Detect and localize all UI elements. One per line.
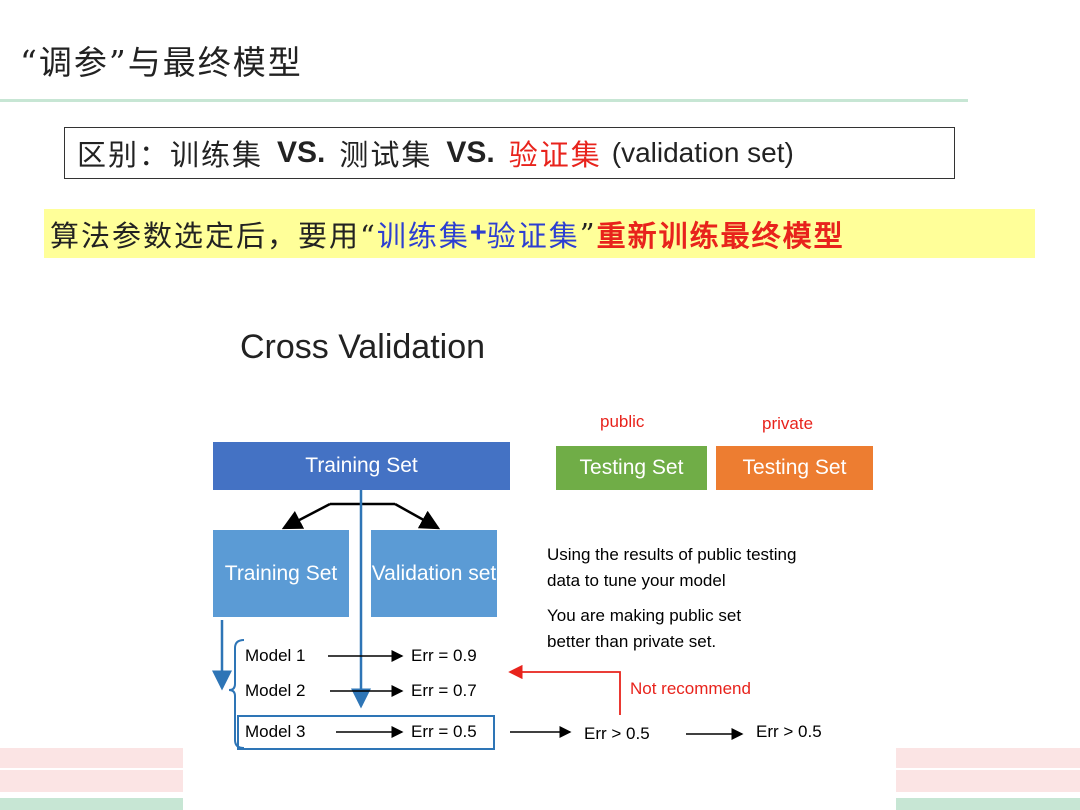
private-label: private	[762, 414, 814, 433]
diff-test-set: 测试集	[339, 138, 433, 172]
note-line-3: You are making public set	[547, 606, 742, 625]
sub-training-set-box: Training Set	[213, 530, 349, 617]
not-recommend-arrow	[508, 664, 621, 715]
error-3-label: Err = 0.5	[411, 722, 477, 741]
note-line-2: data to tune your model	[547, 571, 726, 590]
chain-error-1: Err > 0.5	[584, 724, 650, 743]
diagram-title: Cross Validation	[240, 328, 486, 366]
model-brace	[228, 639, 245, 749]
difference-box: 区别：训练集 VS. 测试集 VS. 验证集 (validation set)	[64, 127, 955, 179]
note-line-1: Using the results of public testing	[547, 545, 797, 564]
highlight-sentence: 算法参数选定后，要用“ 训练集 + 验证集 ” 重新训练最终模型	[44, 209, 1035, 258]
vs-label-2: VS.	[446, 136, 495, 169]
model-1-label: Model 1	[245, 646, 306, 665]
training-set-box: Training Set	[213, 442, 510, 490]
validation-set-box: Validation set	[371, 530, 497, 617]
highlight-plus: +	[469, 217, 487, 249]
split-arrow-left	[281, 502, 331, 530]
split-arrow-right	[394, 502, 441, 530]
error-2-label: Err = 0.7	[411, 681, 477, 700]
highlight-val-set: 验证集	[486, 218, 580, 253]
public-testing-set-box: Testing Set	[556, 446, 707, 490]
highlight-emphasis: 重新训练最终模型	[596, 218, 845, 253]
note-line-4: better than private set.	[547, 632, 717, 651]
not-recommend-label: Not recommend	[630, 679, 751, 698]
model-3-label: Model 3	[245, 722, 306, 741]
highlight-quote-close: ”	[579, 216, 597, 251]
highlight-part1: 算法参数选定后，要用“	[50, 218, 377, 253]
model-2-label: Model 2	[245, 681, 306, 700]
private-testing-set-box: Testing Set	[716, 446, 873, 490]
slide-title: “调参”与最终模型	[20, 43, 303, 82]
diff-prefix: 区别：训练集	[77, 138, 264, 172]
model3-highlight-box	[237, 715, 495, 750]
vs-label-1: VS.	[277, 136, 326, 169]
diff-english: (validation set)	[611, 137, 794, 168]
highlight-train-set: 训练集	[376, 218, 470, 253]
error-1-label: Err = 0.9	[411, 646, 477, 665]
diff-validation-set: 验证集	[508, 138, 602, 172]
title-divider	[0, 99, 968, 102]
public-label: public	[600, 412, 645, 431]
chain-error-2: Err > 0.5	[756, 722, 822, 741]
